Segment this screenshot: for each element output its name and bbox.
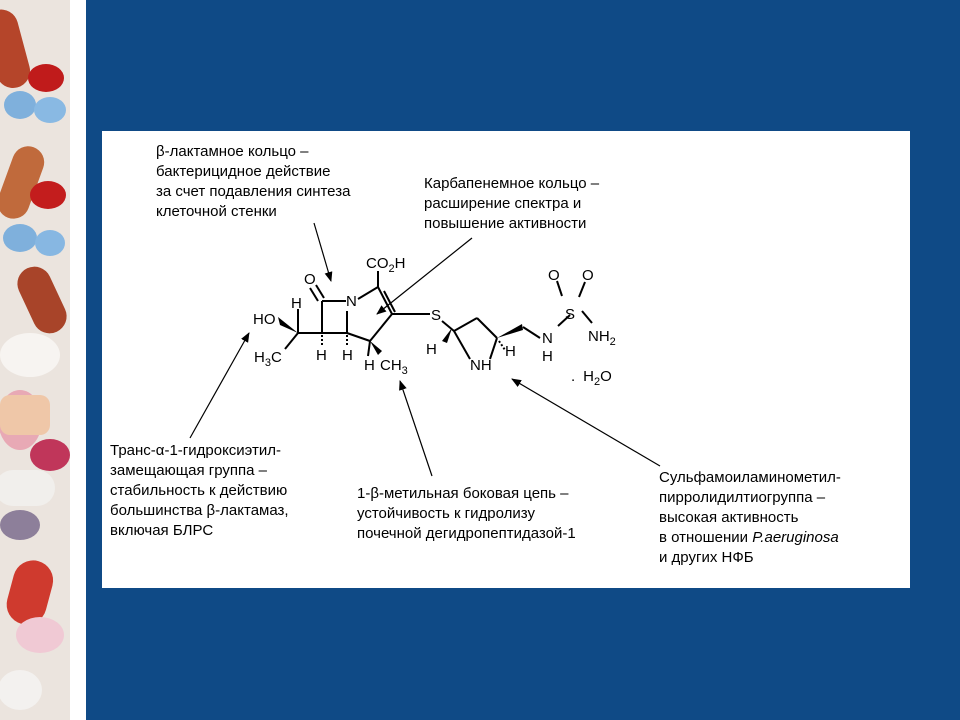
atom-nh2: NH2	[588, 328, 616, 348]
atom-co2h: CO2H	[366, 255, 405, 275]
hydrate-label: .H2O	[571, 368, 612, 388]
atom-o-sulfonyl-2: O	[582, 267, 594, 284]
atom-h3c: H3C	[254, 349, 282, 369]
atom-h-a: H	[316, 347, 327, 364]
atom-ch3: CH3	[380, 357, 408, 377]
annotation-sulfamoyl: Сульфамоиламинометил- пирролидилтиогрупп…	[659, 468, 841, 568]
atom-h-top: H	[291, 295, 302, 312]
atom-ho: HO	[253, 311, 276, 328]
pills-image	[0, 0, 86, 720]
annotation-sulfamoyl-organism: P.aeruginosa	[752, 529, 839, 546]
annotation-beta-lactam: β-лактамное кольцо – бактерицидное дейст…	[156, 143, 351, 220]
arrow-sulfamoyl	[511, 378, 661, 467]
atom-s-sulfonyl: S	[565, 306, 575, 323]
atom-n-side: N	[542, 330, 553, 347]
pyrrolidine-chain	[392, 280, 593, 360]
atom-s-thioether: S	[431, 307, 441, 324]
beta-lactam-ring	[309, 284, 348, 334]
atom-h-b: H	[342, 347, 353, 364]
atom-h-e: H	[505, 343, 516, 360]
annotation-sulfamoyl-tail: и других НФБ	[659, 549, 754, 566]
arrow-methyl	[399, 380, 433, 477]
atom-nh-ring: NH	[470, 357, 492, 374]
meropenem-structure: O N CO2H HO H H3C H H H CH3 S H H NH N H…	[189, 222, 661, 477]
atom-n-ring: N	[346, 293, 357, 310]
annotation-methyl: 1-β-метильная боковая цепь – устойчивост…	[357, 485, 576, 542]
arrow-carbapenem	[376, 237, 473, 315]
annotation-sulfamoyl-text: Сульфамоиламинометил- пирролидилтиогрупп…	[659, 469, 841, 546]
arrow-hydroxyethyl	[189, 332, 250, 439]
carbapenem-ring	[346, 271, 396, 342]
annotation-hydroxyethyl: Транс-α-1-гидроксиэтил- замещающая групп…	[110, 442, 289, 539]
annotation-carbapenem: Карбапенемное кольцо – расширение спектр…	[424, 175, 600, 232]
atom-h-c: H	[364, 357, 375, 374]
arrow-beta-lactam	[313, 222, 333, 282]
atom-h-side: H	[542, 348, 553, 365]
atom-h-d: H	[426, 341, 437, 358]
atom-o-carbonyl: O	[304, 271, 316, 288]
decorative-pill-strip	[0, 0, 86, 720]
hydroxyethyl-chain	[278, 309, 382, 357]
atom-o-sulfonyl-1: O	[548, 267, 560, 284]
diagram-panel: β-лактамное кольцо – бактерицидное дейст…	[102, 131, 910, 588]
